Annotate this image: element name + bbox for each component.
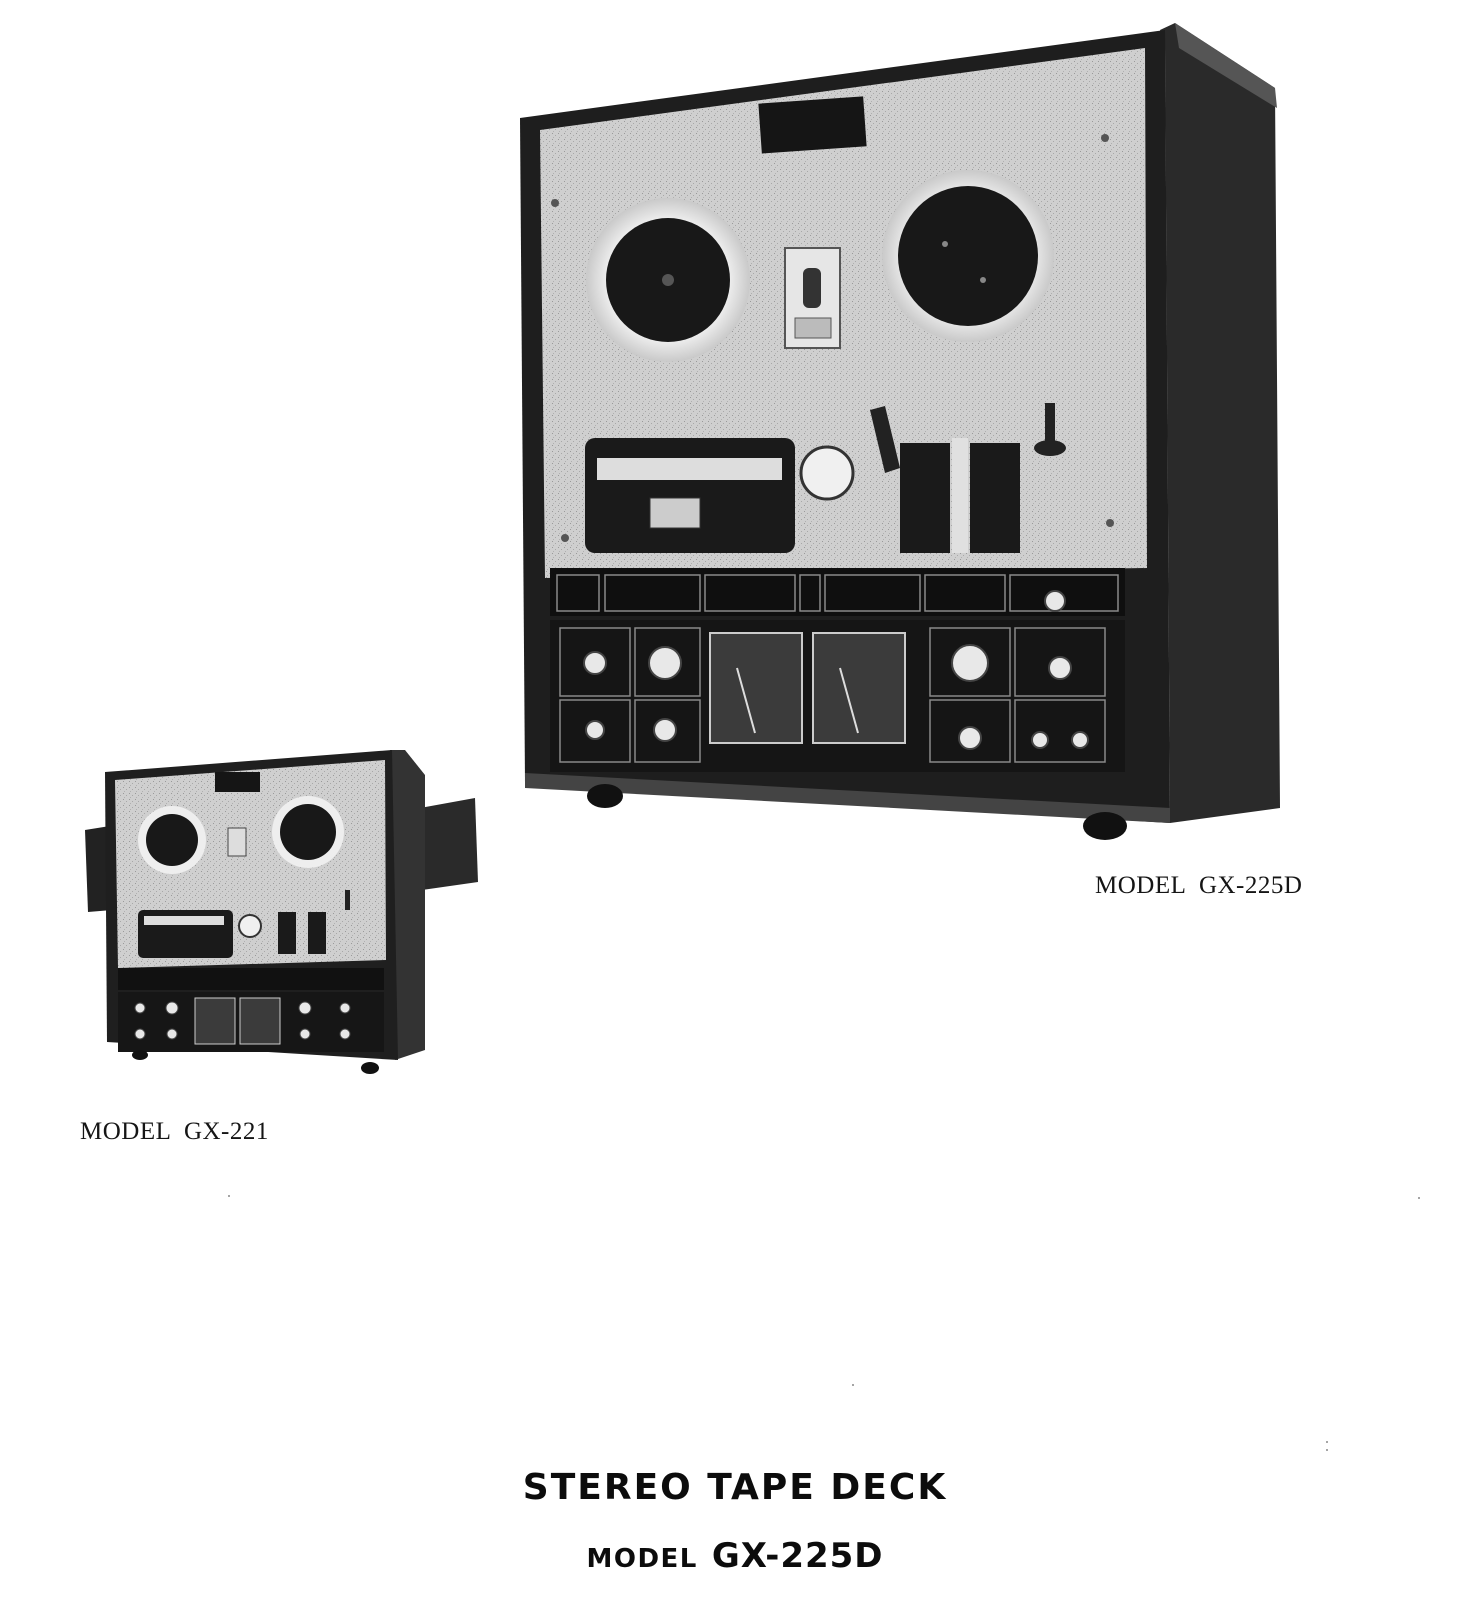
document-title: STEREO TAPE DECK bbox=[522, 1467, 948, 1508]
tape-deck-gx225d-photo bbox=[520, 23, 1280, 840]
subtitle-prefix: MODEL bbox=[586, 1544, 698, 1574]
scan-speck bbox=[228, 1195, 230, 1197]
scan-speck bbox=[1418, 1197, 1420, 1199]
caption-gx225d: MODEL GX-225D bbox=[1095, 872, 1303, 899]
scan-speck bbox=[852, 1384, 854, 1386]
document-subtitle: MODEL GX-225D bbox=[0, 1536, 1470, 1576]
scan-speck bbox=[1326, 1449, 1328, 1451]
scan-speck bbox=[1326, 1441, 1328, 1443]
caption-gx221: MODEL GX-221 bbox=[80, 1118, 269, 1145]
subtitle-model: GX-225D bbox=[711, 1536, 884, 1576]
tape-deck-gx221-photo bbox=[85, 750, 478, 1074]
